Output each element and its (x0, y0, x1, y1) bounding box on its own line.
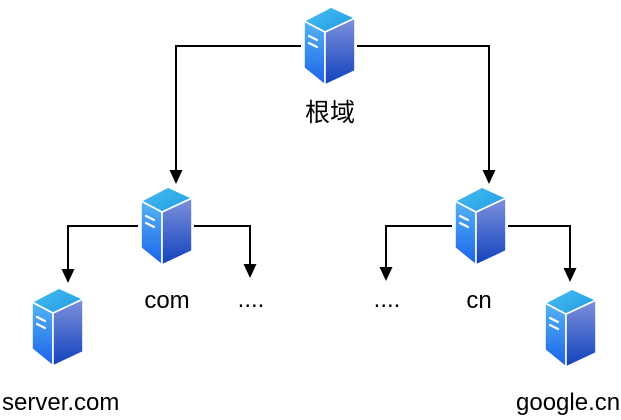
connector-cn-to-google-cn (508, 225, 577, 282)
server-icon-com (138, 186, 194, 268)
node-label-google-cn: google.cn (516, 389, 621, 416)
arrowhead-down-icon (243, 264, 257, 278)
arrowhead-down-icon (169, 170, 183, 184)
node-label-com: com (144, 287, 190, 314)
connector-com-to-server-com (61, 225, 138, 283)
connector-root-to-com (169, 45, 301, 184)
node-label-cn: cn (466, 287, 492, 314)
arrowhead-down-icon (563, 268, 577, 282)
arrowhead-down-icon (482, 170, 496, 184)
server-icon-root (301, 6, 357, 88)
connector-root-to-cn (357, 45, 496, 184)
node-label-server-com: server.com (2, 389, 120, 416)
connector-com-to-more (194, 225, 257, 278)
arrowhead-down-icon (61, 269, 75, 283)
node-label-com-ellipsis: .... (237, 286, 265, 313)
server-icon-google-cn (542, 288, 598, 370)
server-icon-cn (452, 186, 508, 268)
node-label-root-domain: 根域 (304, 99, 356, 127)
connector-cn-to-more (379, 225, 452, 281)
node-label-cn-ellipsis: .... (373, 286, 401, 313)
server-icon-server-com (29, 287, 85, 369)
arrowhead-down-icon (379, 267, 393, 281)
